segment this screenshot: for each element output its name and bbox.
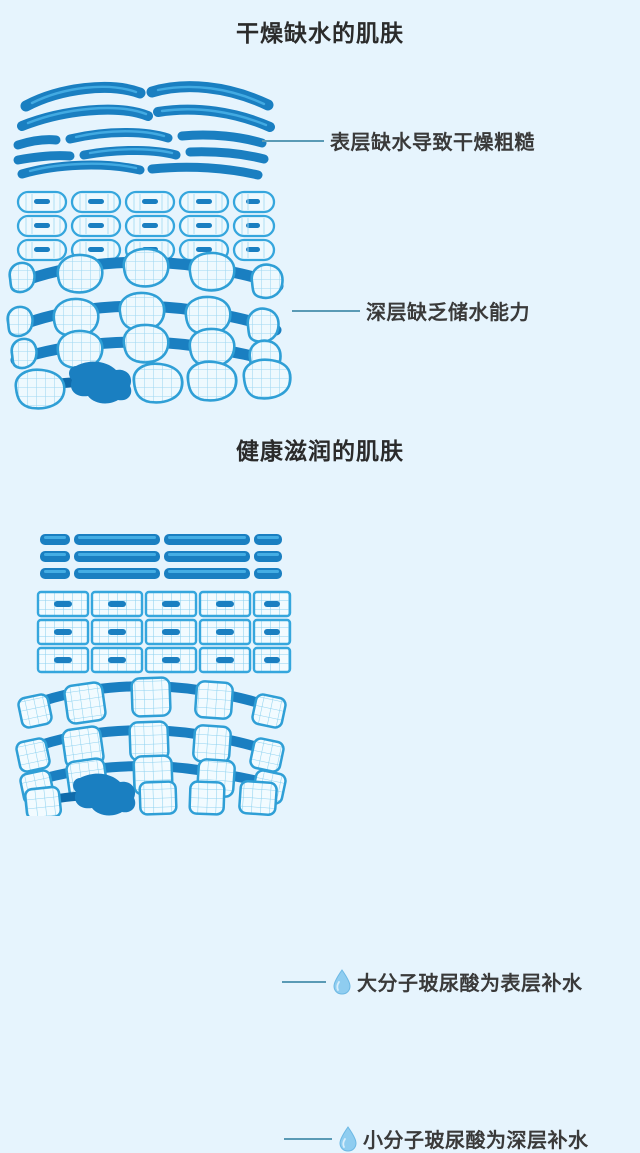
callout-leader-line [284,1137,332,1140]
healthy-skin-illustration [15,534,292,816]
healthy-surface-layer [40,534,282,579]
dry-fibroblast-blob [69,361,132,404]
dry-surface-highlights [26,85,268,173]
section-title-healthy-skin: 健康滋润的肌肤 [236,439,404,465]
water-droplet-icon [333,968,351,995]
healthy-fibroblast-blob [73,773,136,816]
callout-leader-line [282,980,326,983]
callout-label-deep-dry: 深层缺乏储水能力 [366,300,530,324]
dry-skin-illustration [6,81,292,410]
callout-leader-line [292,309,360,312]
callout-big-molecule: 大分子玻尿酸为表层补水 [282,967,583,996]
callout-surface-dry: 表层缺水导致干燥粗糙 [262,126,535,155]
callout-label-big-molecule: 大分子玻尿酸为表层补水 [357,971,583,995]
callout-deep-dry: 深层缺乏储水能力 [292,296,530,325]
section-dry-skin: 干燥缺水的肌肤 [0,0,640,420]
healthy-dermis-layer [15,676,287,816]
section-healthy-skin: 健康滋润的肌肤 [0,420,640,1152]
water-droplet-icon [339,1125,357,1152]
dry-dermis-layer [6,247,292,410]
callout-leader-line [262,139,324,142]
callout-small-molecule: 小分子玻尿酸为深层补水 [284,1124,589,1153]
section-title-dry-skin: 干燥缺水的肌肤 [236,21,404,47]
callout-label-small-molecule: 小分子玻尿酸为深层补水 [363,1128,589,1152]
dry-surface-layer [13,81,275,180]
callout-label-surface-dry: 表层缺水导致干燥粗糙 [330,130,535,154]
healthy-epidermis-cells [36,590,292,674]
